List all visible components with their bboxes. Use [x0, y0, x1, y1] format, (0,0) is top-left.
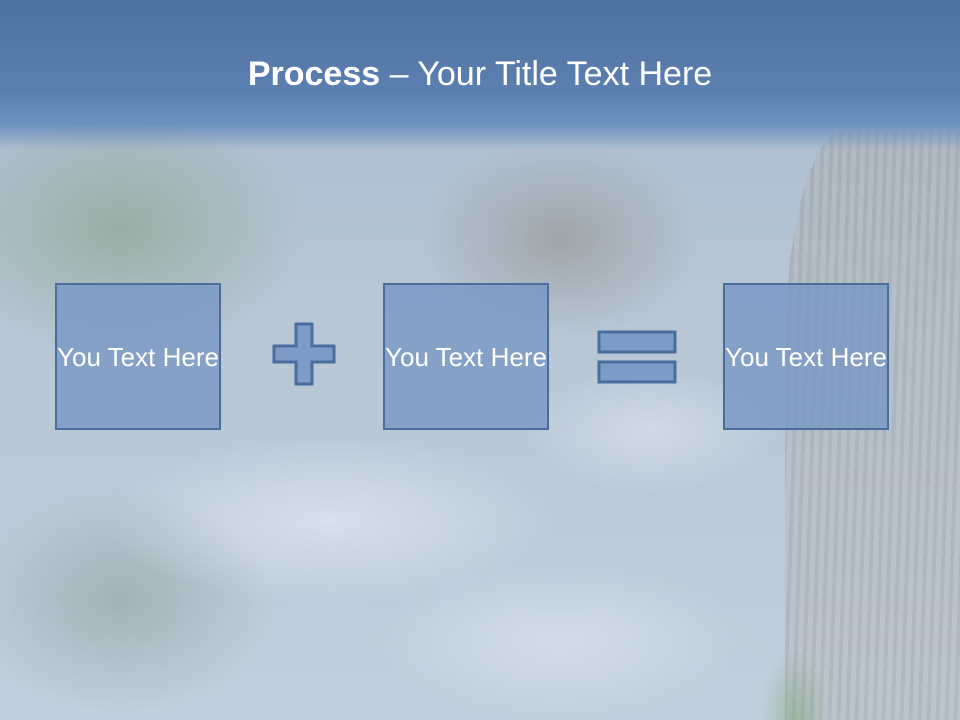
title-band: [0, 0, 960, 150]
equals-icon: [597, 330, 677, 384]
title-rest: – Your Title Text Here: [380, 55, 713, 93]
plus-icon: [272, 322, 336, 386]
process-box-3[interactable]: You Text Here: [723, 283, 889, 430]
title-bold: Process: [247, 55, 381, 93]
process-box-1-text: You Text Here: [57, 341, 219, 372]
grass-image: [750, 520, 840, 720]
slide-title: Process – Your Title Text Here: [0, 52, 960, 96]
process-box-2[interactable]: You Text Here: [383, 283, 549, 430]
process-box-3-text: You Text Here: [725, 341, 887, 372]
process-box-1[interactable]: You Text Here: [55, 283, 221, 430]
process-box-2-text: You Text Here: [385, 341, 547, 372]
